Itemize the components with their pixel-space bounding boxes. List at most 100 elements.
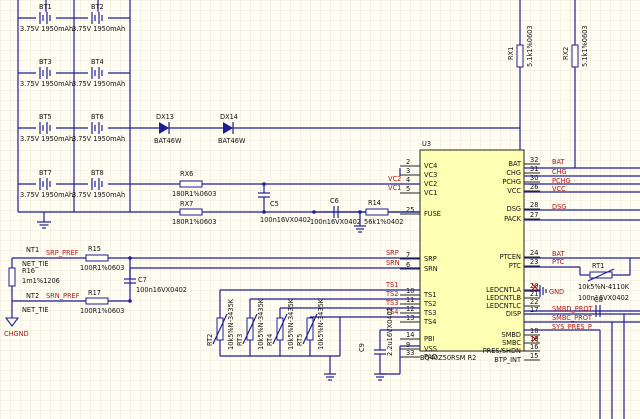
pin-number: 24 <box>530 249 538 257</box>
pin-name: PACK <box>504 215 522 223</box>
pin-number: 30 <box>530 174 538 182</box>
rx7-value: 180R1%0603 <box>172 218 216 226</box>
battery-bt1: BT1 3.75V 1950mAh <box>20 3 73 33</box>
pin-number: 28 <box>530 201 538 209</box>
rx2-ref: RX2 <box>562 47 570 60</box>
battery-value: 3.75V 1950mAh <box>20 25 73 33</box>
c9-ref: C9 <box>358 343 366 352</box>
net-ts1: TS1 <box>385 281 398 289</box>
resistor-r15: R15 100R1%0603 <box>80 245 124 272</box>
battery-ref: BT5 <box>39 113 52 121</box>
pin-name: VSS <box>424 345 437 353</box>
net-smbc-prot: SMBC_PROT <box>552 314 593 322</box>
pin-number: 13 <box>406 314 414 322</box>
resistor-rx2: RX2 5.1k1%0603 <box>562 25 589 68</box>
net-bat2: BAT <box>552 250 566 258</box>
pin-name: VC2 <box>424 180 437 188</box>
battery-value: 3.75V 1950mAh <box>72 25 125 33</box>
pin-number: 31 <box>530 165 538 173</box>
thermistor-value: 10k5%N-3435K <box>287 298 295 350</box>
pin-number: 11 <box>406 296 414 304</box>
c5-value: 100n16VX0402 <box>260 216 311 224</box>
pin-number: 7 <box>406 251 410 259</box>
pin-number: 3 <box>406 167 410 175</box>
r17-value: 100R1%0603 <box>80 307 124 315</box>
battery-value: 3.75V 1950mAh <box>20 80 73 88</box>
nt1-value: NET_TIE <box>22 260 49 268</box>
pin-number: 32 <box>530 156 538 164</box>
nt2-ref: NT2 <box>26 292 39 300</box>
nt1-ref: NT1 <box>26 246 39 254</box>
net-srp-pref: SRP_PREF <box>46 249 79 257</box>
pin-name: BAT <box>508 160 522 168</box>
pin-name: SRP <box>424 255 437 263</box>
r15-ref: R15 <box>88 245 101 253</box>
rx1-ref: RX1 <box>507 47 515 60</box>
net-srn: SRN <box>386 259 400 267</box>
pin-name: PBI <box>424 335 434 343</box>
c8-ref: C8 <box>594 296 603 304</box>
rt1-value: 10k5%N-4110K <box>578 283 630 291</box>
resistor-r14: R14 56k1%0402 <box>364 199 403 226</box>
resistor-rx7: RX7 180R1%0603 <box>172 200 216 226</box>
diode-value: BAT46W <box>218 137 246 145</box>
net-dsg: DSG <box>552 203 566 211</box>
net-ts4: TS4 <box>385 308 398 316</box>
c9-value: 2.2u16VX0402 <box>386 307 394 356</box>
pin-number: 16 <box>530 343 538 351</box>
gnd-label: GND <box>549 288 564 296</box>
pin-number: 6 <box>406 261 410 269</box>
rx6-ref: RX6 <box>180 170 193 178</box>
pin-name: VC1 <box>424 189 437 197</box>
pin-number: 19 <box>530 335 538 343</box>
nt2-value: NET_TIE <box>22 306 49 314</box>
pin-number: 27 <box>530 211 538 219</box>
net-srp: SRP <box>386 249 399 257</box>
capacitor-c5: C5 100n16VX0402 <box>258 182 311 224</box>
battery-ref: BT7 <box>39 169 52 177</box>
pin-name: VC4 <box>424 162 437 170</box>
net-ts2: TS2 <box>385 290 398 298</box>
battery-ref: BT2 <box>91 3 104 11</box>
pin-name: LEDCNTLC <box>486 302 521 310</box>
c8-value: 100n16VX0402 <box>578 294 629 302</box>
c7-value: 100n16VX0402 <box>136 286 187 294</box>
pin-name: FUSE <box>424 210 441 218</box>
thermistor-value: 10k5%N-3435K <box>257 298 265 350</box>
net-ts3: TS3 <box>385 299 398 307</box>
pin-number: 33 <box>406 349 414 357</box>
resistor-rx6: RX6 180R1%0603 <box>172 170 216 198</box>
pin-name: TS2 <box>423 300 436 308</box>
pin-number: 5 <box>406 185 410 193</box>
resistor-r17: R17 100R1%0603 <box>80 289 124 315</box>
ic-u3: U3 BQ40Z50RSM R2 <box>419 140 525 362</box>
battery-ref: BT6 <box>91 113 104 121</box>
r17-ref: R17 <box>88 289 101 297</box>
battery-ref: BT1 <box>39 3 52 11</box>
thermistor-value: 10k5%N-3435K <box>317 298 325 350</box>
pin-number: 12 <box>406 305 414 313</box>
rt1-ref: RT1 <box>592 262 604 270</box>
pin-name: DISP <box>506 310 521 318</box>
pin-name: VC3 <box>424 171 437 179</box>
